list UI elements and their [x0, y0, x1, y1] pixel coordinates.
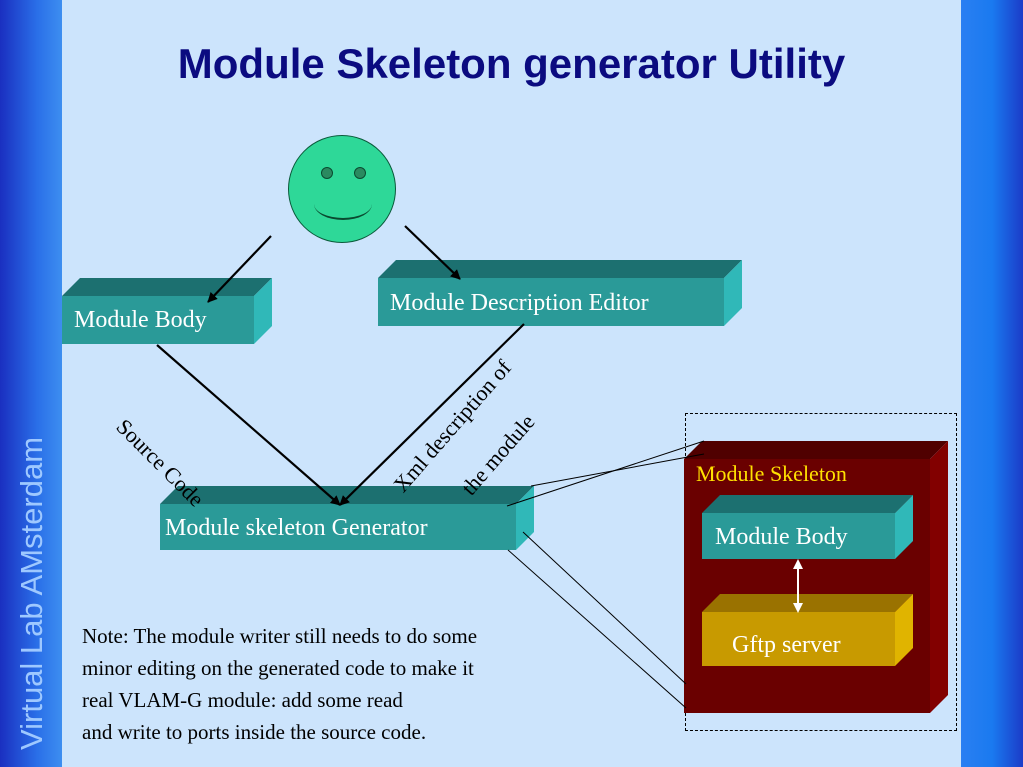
- module-skeleton-title: Module Skeleton: [696, 461, 847, 486]
- skeleton-module-body-label: Module Body: [715, 524, 848, 550]
- skeleton-generator-box: Module skeleton Generator: [160, 486, 534, 550]
- arrow-user-to-body: [207, 235, 272, 303]
- user-smiley-icon: [288, 135, 396, 243]
- note-line: and write to ports inside the source cod…: [82, 720, 427, 744]
- smile-mouth: [314, 188, 372, 220]
- note-line: minor editing on the generated code to m…: [82, 656, 474, 680]
- slide-title: Module Skeleton generator Utility: [177, 40, 846, 87]
- gftp-server-label: Gftp server: [732, 632, 841, 658]
- right-decorative-band: [961, 0, 1023, 767]
- note-text: Note: The module writer still needs to d…: [82, 620, 477, 748]
- description-editor-box: Module Description Editor: [378, 260, 742, 326]
- module-body-box: Module Body: [62, 278, 272, 344]
- note-line: Note: The module writer still needs to d…: [82, 624, 478, 648]
- arrow-editor-to-generator: [339, 323, 525, 506]
- left-decorative-band: [0, 0, 62, 767]
- skeleton-generator-label: Module skeleton Generator: [165, 515, 428, 541]
- description-editor-label: Module Description Editor: [390, 290, 649, 316]
- left-eye: [321, 167, 333, 179]
- right-eye: [354, 167, 366, 179]
- arrow-user-to-editor: [404, 225, 461, 280]
- note-line: real VLAM-G module: add some read: [82, 688, 403, 712]
- gftp-server-box: Gftp server: [702, 594, 913, 666]
- skeleton-module-body-box: Module Body: [702, 495, 913, 559]
- arrow-body-to-generator: [156, 344, 341, 506]
- module-body-label: Module Body: [74, 307, 207, 333]
